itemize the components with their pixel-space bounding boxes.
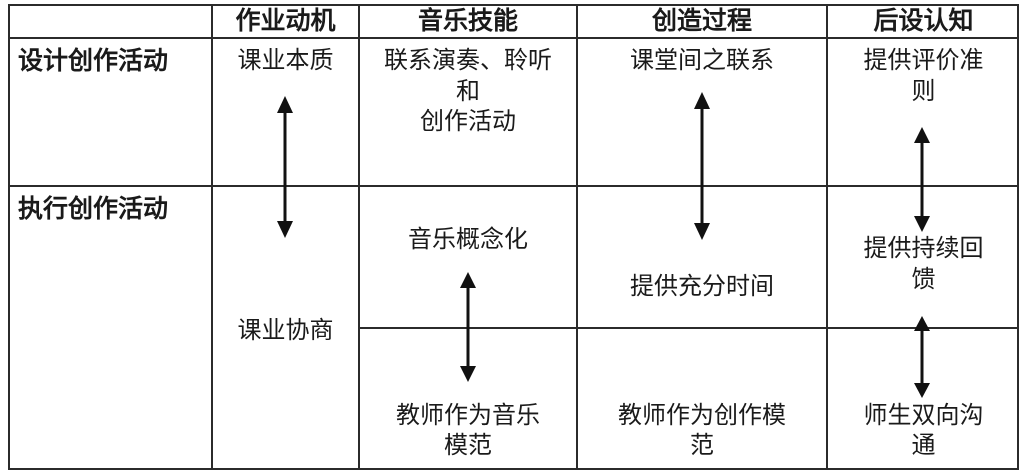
cell-design-motivation: 课业本质 <box>213 39 358 185</box>
cell-design-music-skill-text: 联系演奏、聆听 和 创作活动 <box>384 48 552 136</box>
cell-execute-metacognition-upper: 提供持续回 馈 <box>828 187 1019 327</box>
arrow-motivation-link <box>272 96 298 238</box>
column-divider-3 <box>576 4 578 470</box>
cell-design-creative-process: 课堂间之联系 <box>578 39 826 185</box>
header-cell-motivation: 作业动机 <box>213 6 358 37</box>
cell-execute-motivation: 课业协商 <box>213 187 358 347</box>
cell-execute-motivation-text: 课业协商 <box>237 318 334 345</box>
cell-design-music-skill: 联系演奏、聆听 和 创作活动 <box>360 39 576 185</box>
section-row-divider <box>8 185 1019 187</box>
header-creative-process-label: 创造过程 <box>651 7 752 35</box>
header-cell-metacognition: 后设认知 <box>828 6 1019 37</box>
header-cell-blank <box>10 6 211 37</box>
table-outer-border <box>8 4 1019 470</box>
cell-execute-metacognition-lower: 师生双向沟 通 <box>828 329 1019 470</box>
header-cell-music-skill: 音乐技能 <box>360 6 576 37</box>
cell-execute-creative-process-lower-text: 教师作为创作模 范 <box>618 402 786 460</box>
column-divider-2 <box>358 4 360 470</box>
header-music-skill-label: 音乐技能 <box>417 7 518 35</box>
header-row-divider <box>8 37 1019 39</box>
header-cell-creative-process: 创造过程 <box>578 6 826 37</box>
cell-execute-music-skill-upper-text: 音乐概念化 <box>408 227 528 253</box>
sub-row-divider <box>358 327 1019 329</box>
cell-execute-creative-process-lower: 教师作为创作模 范 <box>578 329 826 470</box>
arrow-music-skill-link <box>455 272 481 382</box>
cell-design-metacognition-text: 提供评价准 则 <box>863 48 984 105</box>
cell-execute-creative-process-upper-text: 提供充分时间 <box>630 274 774 301</box>
row-label-execute-text: 执行创作活动 <box>18 196 169 223</box>
column-divider-4 <box>826 4 828 470</box>
cell-design-creative-process-text: 课堂间之联系 <box>630 48 774 74</box>
cell-execute-music-skill-upper: 音乐概念化 <box>360 187 576 327</box>
arrow-metacognition-link-upper <box>909 127 935 232</box>
header-motivation-label: 作业动机 <box>235 7 336 35</box>
cell-execute-metacognition-lower-text: 师生双向沟 通 <box>863 402 984 460</box>
cell-execute-music-skill-lower: 教师作为音乐 模范 <box>360 329 576 470</box>
arrow-creative-process-link <box>689 92 715 240</box>
arrow-metacognition-link-lower <box>909 316 935 398</box>
cell-execute-creative-process-upper: 提供充分时间 <box>578 187 826 327</box>
row-label-execute: 执行创作活动 <box>10 187 211 470</box>
cell-design-metacognition: 提供评价准 则 <box>828 39 1019 185</box>
header-metacognition-label: 后设认知 <box>873 7 974 35</box>
column-divider-1 <box>211 4 213 470</box>
row-label-design: 设计创作活动 <box>10 39 211 185</box>
row-label-design-text: 设计创作活动 <box>18 48 169 75</box>
cell-design-motivation-text: 课业本质 <box>237 48 334 74</box>
cell-execute-metacognition-upper-text: 提供持续回 馈 <box>863 236 984 293</box>
cell-execute-music-skill-lower-text: 教师作为音乐 模范 <box>396 402 540 460</box>
